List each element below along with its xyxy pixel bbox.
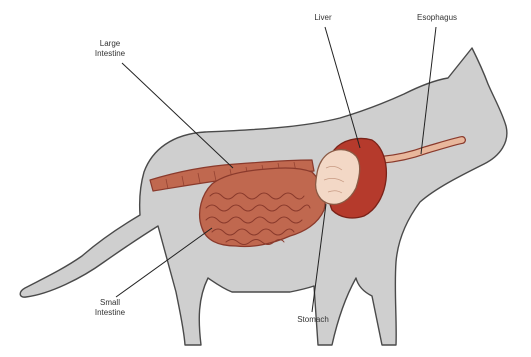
label-esophagus: Esophagus: [409, 13, 465, 23]
label-stomach: Stomach: [289, 315, 337, 325]
label-liver: Liver: [313, 13, 333, 23]
label-small-intestine: Small Intestine: [93, 298, 127, 318]
label-large-intestine: Large Intestine: [94, 39, 126, 59]
